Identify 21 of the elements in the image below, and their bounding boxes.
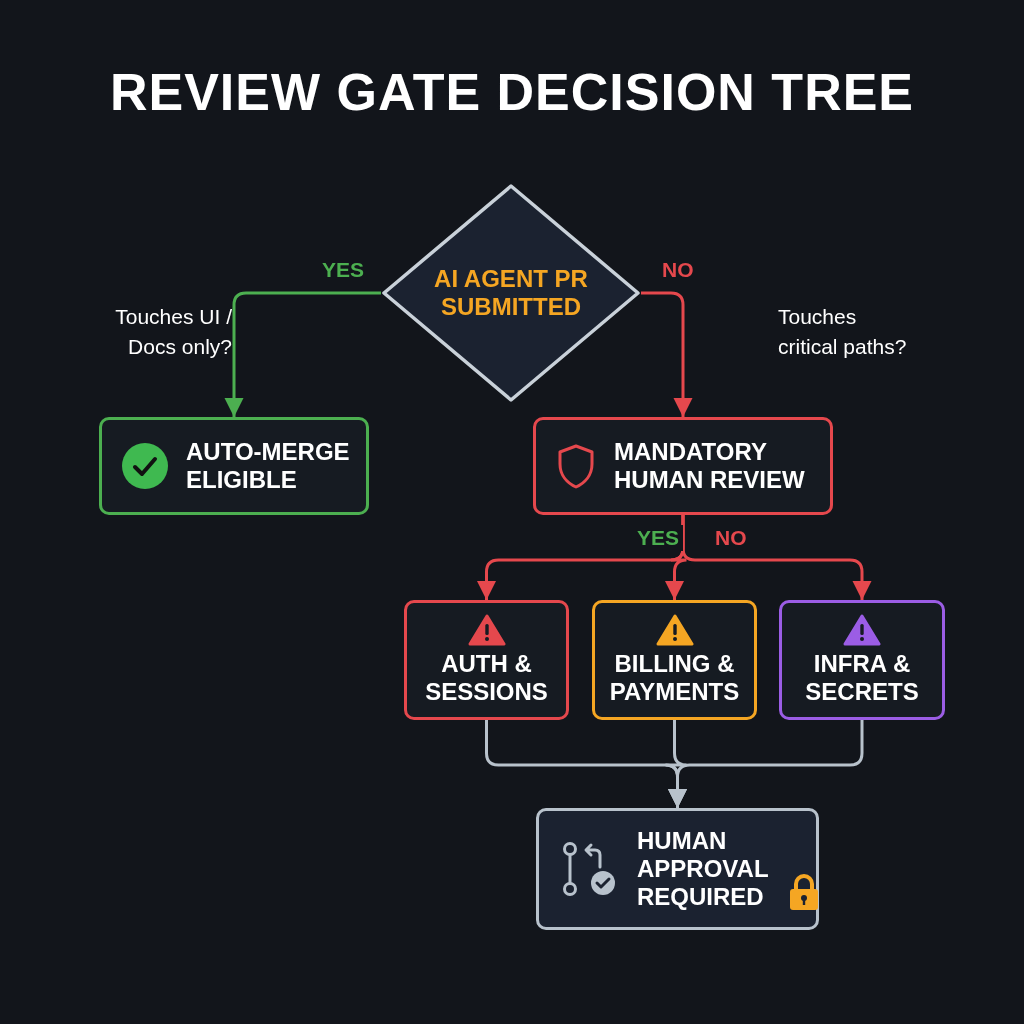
category-box — [779, 600, 945, 720]
arrow — [224, 291, 381, 417]
arrow — [667, 720, 864, 808]
arrow — [641, 291, 693, 417]
outcome-box — [99, 417, 369, 515]
node-label: MANDATORY HUMAN REVIEW — [614, 438, 806, 494]
node-label: AUTO-MERGE ELIGIBLE — [186, 438, 351, 494]
decision-diamond — [381, 183, 641, 403]
node-label: AUTH & SESSIONS — [424, 650, 549, 706]
category-box — [592, 600, 757, 720]
process-box — [533, 417, 833, 515]
title: REVIEW GATE DECISION TREE — [108, 62, 916, 122]
approval-box — [536, 808, 819, 930]
category-box — [404, 600, 569, 720]
node-label: HUMAN APPROVAL REQUIRED — [637, 827, 769, 911]
branch-question: Touches critical paths? — [778, 304, 908, 360]
node-label: AI AGENT PR SUBMITTED — [433, 265, 589, 321]
branch-question: Touches UI / Docs only? — [114, 304, 232, 360]
node-label: BILLING & PAYMENTS — [608, 650, 741, 706]
arrow — [681, 515, 872, 600]
node-label: INFRA & SECRETS — [804, 650, 920, 706]
